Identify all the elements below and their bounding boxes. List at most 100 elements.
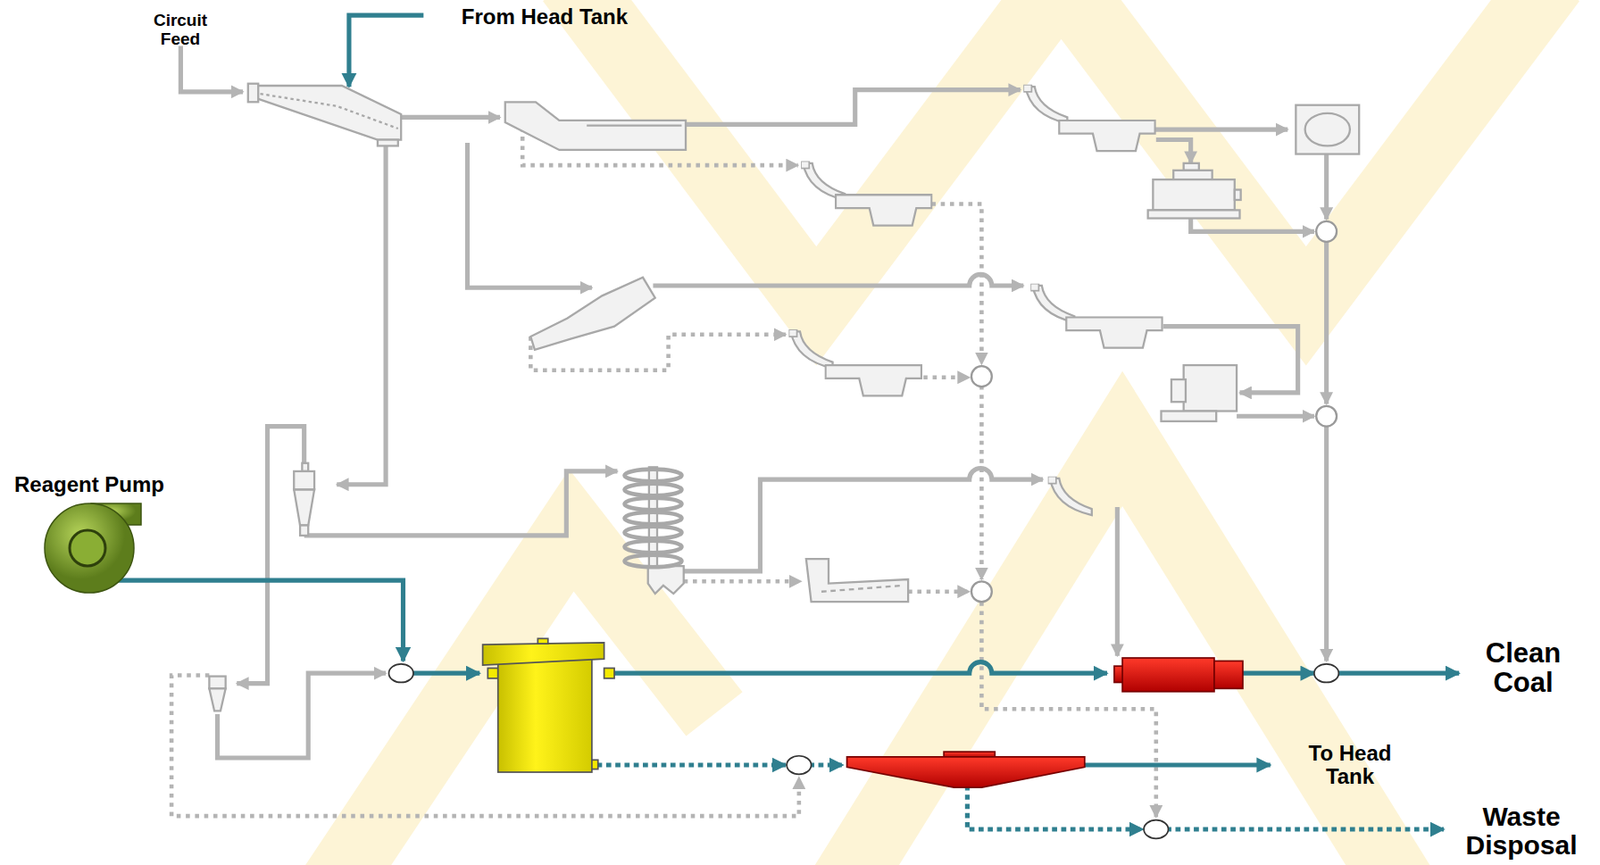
reject-pipe [931,204,982,365]
watermark-chevrons [326,0,1551,865]
grey-equipment [586,124,682,126]
stream-label: To Head Tank [1296,741,1404,789]
flotation-line [110,580,404,661]
spiral-coils [624,541,682,554]
watermark-chevrons [571,0,1551,307]
flotation-column [487,667,498,678]
pump-casing [44,503,134,593]
process-pipe [304,471,618,536]
flotation-line [1084,762,1271,767]
screen-bowl-centrifuge [1114,658,1243,692]
tailings-line [1166,826,1444,832]
screen-bowl-centrifuge [1122,658,1215,692]
spiral-coils [624,483,682,497]
junction [786,756,811,775]
pump-symbol [35,496,143,597]
grey-equipment [208,688,225,711]
junction [971,366,992,387]
process-pipe [180,45,1326,759]
spiral-coils [624,512,682,525]
grey-equipment [248,83,259,103]
grey-equipment [505,101,686,150]
grey-equipment [1183,365,1237,411]
grey-equipment [1171,379,1186,402]
grey-equipment [648,566,684,594]
junction [388,664,413,684]
stream-label: Waste Disposal [1454,802,1589,861]
process-pipe [1156,140,1192,164]
junction [1316,406,1337,427]
grey-equipment [821,585,903,592]
grey-equipment [835,194,932,225]
process-pipe [1324,241,1329,405]
grey-equipment [825,365,922,396]
grey-equipment [260,93,399,129]
junction [971,221,1337,602]
spiral-coils [624,469,682,568]
process-pipe [685,90,1021,125]
grey-equipment [208,83,1359,712]
flotation-line [349,15,424,87]
grey-equipment [1161,411,1217,422]
process-pipe [1324,425,1329,662]
grey-equipment [1066,316,1162,348]
process-pipe [1115,507,1120,657]
flotation-column [483,638,615,773]
grey-equipment [1058,120,1155,151]
process-pipe [466,142,592,288]
process-pipe [180,45,243,92]
reject-pipe [979,385,984,580]
process-pipe [652,274,1024,286]
reject-pipe [683,579,801,584]
process-pipe [1236,414,1315,419]
reject-pipe [171,127,1157,817]
screen-bowl-centrifuge [1214,660,1243,689]
process-pipe [400,115,500,120]
reject-pipe [923,375,969,381]
tailings-line [597,762,786,767]
grey-equipment [1234,190,1242,200]
flotation-column [498,652,592,773]
grey-equipment [1183,163,1200,171]
junction [971,581,992,602]
flotation-column [537,638,548,644]
flotation-line [411,671,481,676]
flotation-line [110,15,1460,766]
spiral-coils [624,498,682,511]
flotation-line [1336,671,1459,676]
pump-node: Reagent Pump [10,473,168,597]
process-pipe [336,142,386,485]
thickener [847,751,1085,788]
grey-equipment [806,558,909,602]
stream-label: Clean Coal [1469,638,1577,699]
thickener [847,757,1085,788]
grey-equipment [1305,113,1350,147]
stream-label: Circuit Feed [140,11,221,49]
grey-equipment [530,277,655,350]
grey-equipment [255,85,401,141]
grey-equipment [1295,105,1359,155]
grey-equipment [301,463,309,472]
grey-equipment [1173,170,1212,180]
grey-equipment [1048,476,1092,516]
process-pipe [217,673,387,759]
grey-equipment [1023,84,1067,124]
reject-pipe [981,601,1156,817]
reject-pipe [908,589,970,594]
stream-label: From Head Tank [428,5,661,29]
grey-equipment [1148,209,1241,218]
spiral-coils [624,526,682,540]
flotation-column [483,642,605,666]
spiral-coils [624,469,682,483]
junction [388,664,1339,839]
flotation-line [1241,671,1315,676]
spiral-coils [624,555,682,568]
tailings-line [966,785,1143,830]
tailings-line [808,762,843,767]
process-pipe [236,426,304,684]
grey-equipment [788,329,833,368]
grey-equipment [377,140,399,147]
